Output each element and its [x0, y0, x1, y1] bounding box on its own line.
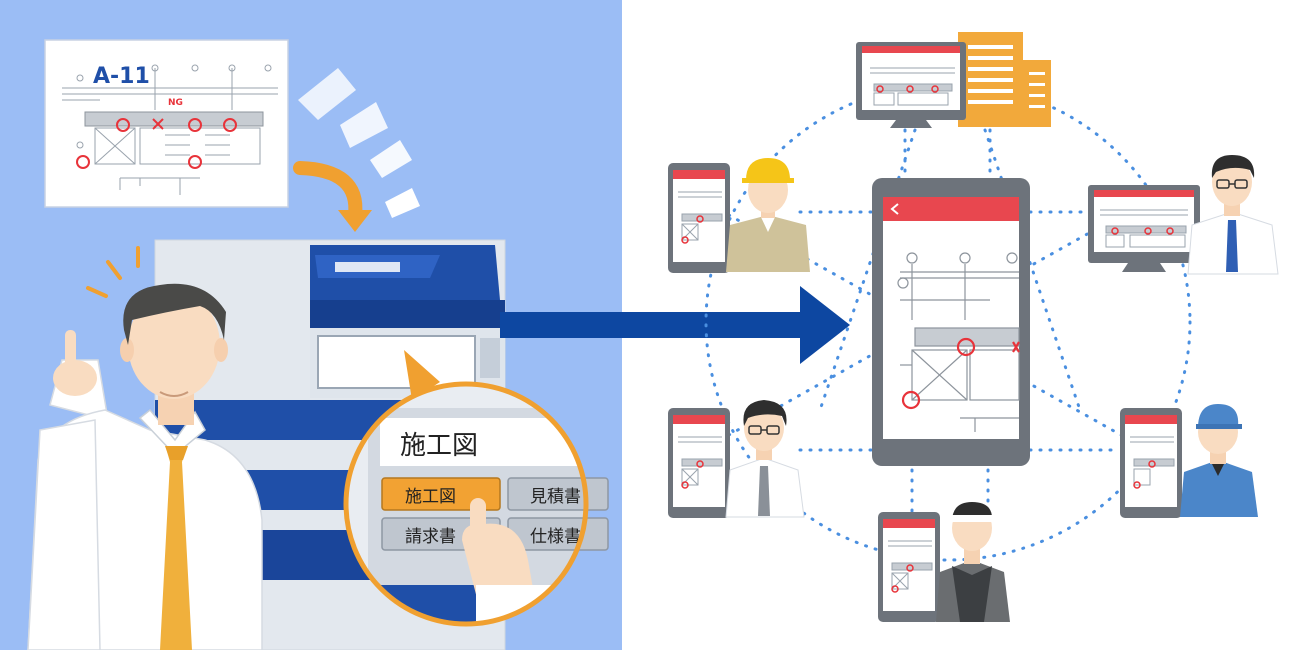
phone-bottom [878, 512, 940, 622]
panel-button-1-label: 見積書 [530, 487, 581, 507]
engineer-glasses [725, 400, 805, 518]
panel-header: 施工図 [400, 431, 478, 461]
fly-sheet-icon [298, 68, 420, 218]
scan-flow-arrowhead [338, 210, 372, 232]
pointing-hand-icon [65, 330, 76, 370]
panel-button-2-label: 請求書 [405, 527, 456, 547]
scan-flow-arrow [293, 161, 363, 222]
site-worker-hardhat [726, 158, 810, 272]
phone-left-lower [668, 408, 730, 518]
back-chevron-icon [890, 203, 899, 215]
blueprint-sheet-label: A-11 [93, 64, 150, 89]
office-man-glasses [1187, 155, 1279, 275]
office-building [958, 32, 1051, 127]
panel-button-0[interactable] [381, 477, 501, 511]
magnifier-ring [343, 381, 589, 627]
blueprint-sheet: A-11 NG [44, 39, 289, 208]
phone-left-upper [668, 163, 730, 273]
share-arrow-shaft [500, 312, 805, 338]
panel-button-3-label: 仕様書 [530, 527, 581, 547]
share-arrow-head [800, 286, 850, 364]
central-tablet [872, 178, 1030, 466]
ng-mark: NG [168, 98, 183, 108]
technician-cap [1180, 404, 1258, 517]
monitor-right-upper [1088, 185, 1200, 272]
office-monitor [856, 42, 966, 128]
phone-right-lower [1120, 408, 1182, 518]
office-worker [27, 246, 263, 650]
craftsman-headband [936, 502, 1010, 622]
panel-button-0-label: 施工図 [405, 487, 456, 507]
